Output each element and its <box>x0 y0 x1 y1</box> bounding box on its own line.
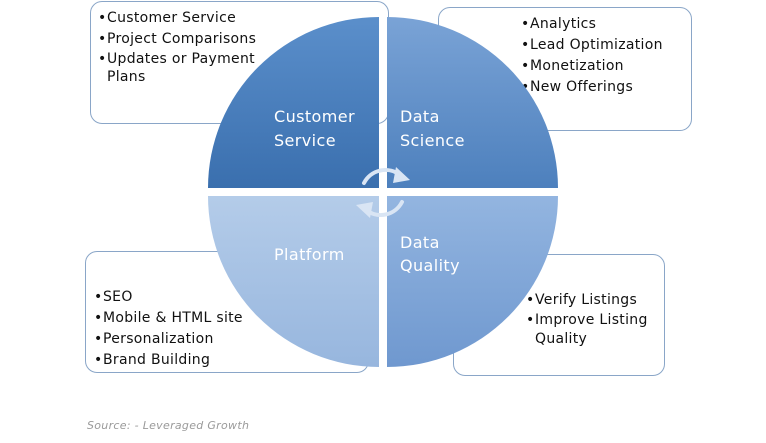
cycle-arrowheads <box>356 167 410 218</box>
data-quality-list: •Verify Listings •Improve Listing Qualit… <box>526 290 661 349</box>
quadrant-customer-service <box>208 17 379 188</box>
quadrant-label-data-quality: Data Quality <box>400 233 460 275</box>
list-item: •Improve Listing Quality <box>526 312 648 347</box>
list-item: •Mobile & HTML site <box>94 310 243 326</box>
quadrant-data-science <box>387 17 558 188</box>
list-item: •New Offerings <box>521 79 634 95</box>
list-item: •Verify Listings <box>526 292 638 308</box>
list-item: •Project Comparisons <box>98 31 257 47</box>
list-item: •Brand Building <box>94 352 211 368</box>
quadrant-label-data-science: Data Science <box>400 107 465 150</box>
list-item: •Customer Service <box>98 10 236 26</box>
quadrant-label-platform: Platform <box>274 245 345 264</box>
list-item: •SEO <box>94 289 133 305</box>
quadrant-label-customer-service: Customer Service <box>274 107 360 150</box>
customer-service-list: •Customer Service •Project Comparisons •… <box>98 8 298 86</box>
list-item: •Personalization <box>94 331 214 347</box>
data-science-list: •Analytics •Lead Optimization •Monetizat… <box>521 14 663 98</box>
list-item: •Analytics <box>521 16 597 32</box>
platform-list: •SEO •Mobile & HTML site •Personalizatio… <box>94 287 243 371</box>
list-item: •Lead Optimization <box>521 37 663 53</box>
source-caption: Source: - Leveraged Growth <box>87 419 250 432</box>
quadrant-platform <box>208 196 379 367</box>
list-item: •Updates or Payment Plans <box>98 51 255 85</box>
quadrant-wheel: Customer Service Data Science Platform D… <box>208 17 558 367</box>
list-item: •Monetization <box>521 58 624 74</box>
quadrant-data-quality <box>387 196 558 367</box>
